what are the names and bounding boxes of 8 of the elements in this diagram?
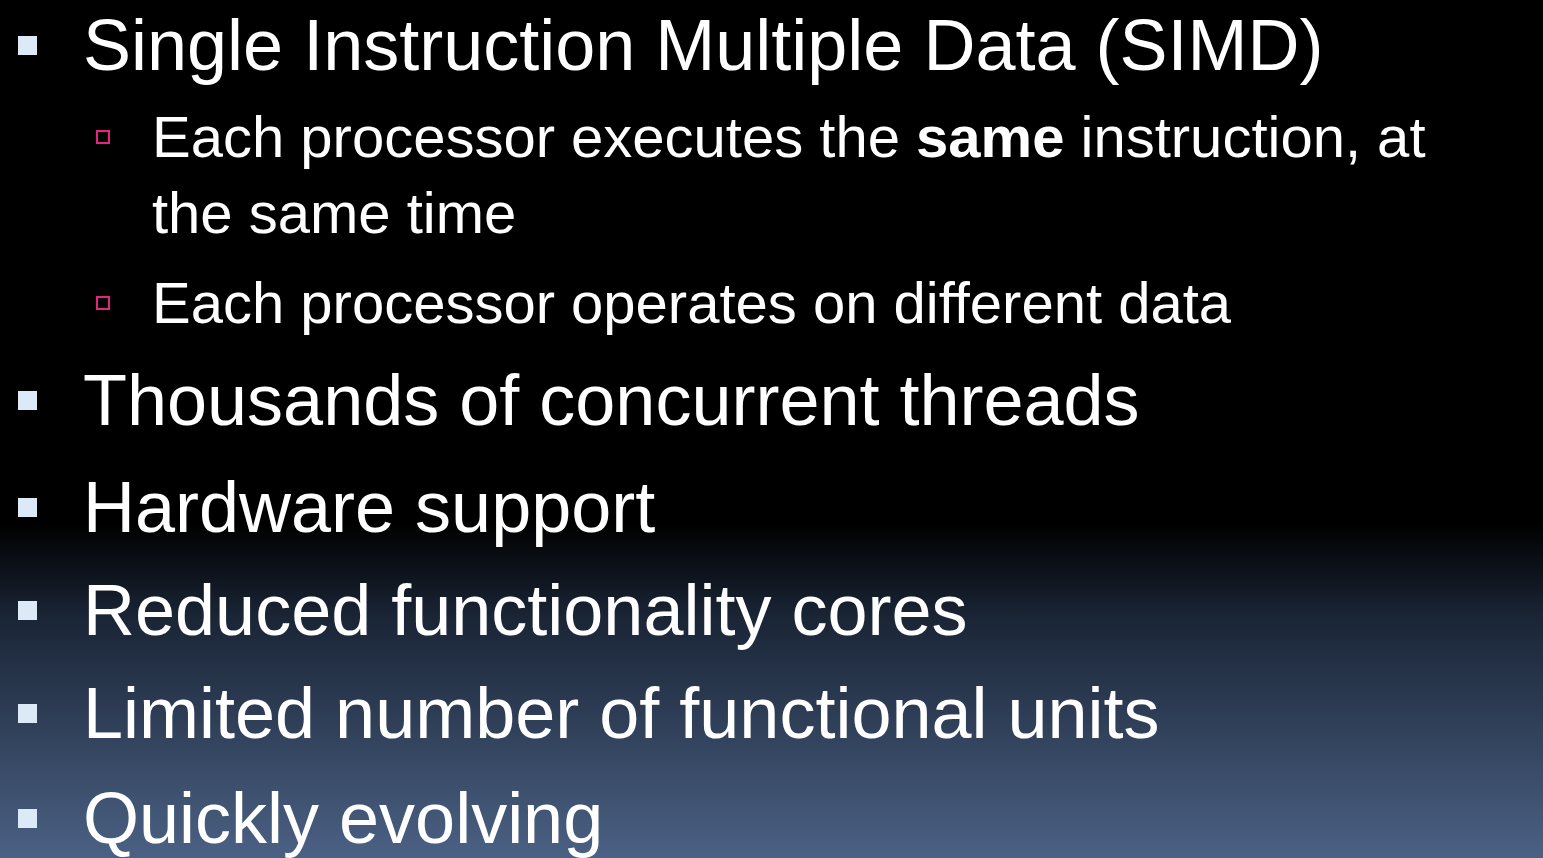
bullet-text: Each processor executes the same instruction, at the same time [152, 103, 1427, 247]
bullet-text: Each processor operates on different data [152, 269, 1233, 337]
bullet-text: Quickly evolving [83, 778, 605, 858]
bullet-text: Reduced functionality cores [83, 570, 969, 650]
bullet-text: Hardware support [83, 467, 657, 547]
bullet-text: Single Instruction Multiple Data (SIMD) [83, 5, 1325, 85]
bullet-text: Limited number of functional units [83, 673, 1161, 753]
bullet-text: Thousands of concurrent threads [83, 360, 1141, 440]
